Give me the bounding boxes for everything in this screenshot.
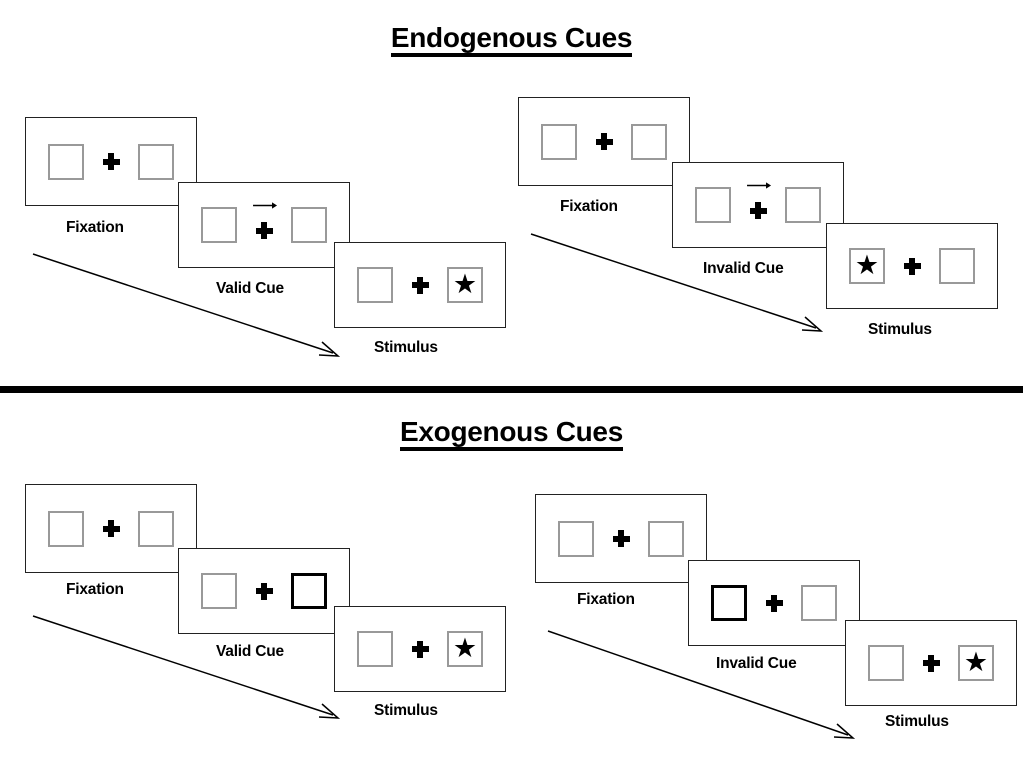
star-icon: ★ bbox=[963, 646, 989, 677]
right-box bbox=[648, 520, 684, 557]
arrow-right-icon bbox=[747, 182, 772, 189]
plus-icon bbox=[749, 202, 767, 219]
fixation-center bbox=[94, 507, 128, 551]
plus-icon bbox=[612, 530, 630, 547]
panel-content: ★ bbox=[335, 607, 505, 691]
panel-endogenous-valid-fixation bbox=[25, 117, 197, 206]
section-divider bbox=[0, 386, 1023, 393]
star-icon: ★ bbox=[452, 632, 478, 663]
left-box bbox=[558, 520, 594, 557]
panel-endogenous-invalid-fixation bbox=[518, 97, 690, 186]
left-box bbox=[357, 631, 393, 667]
plus-icon bbox=[102, 520, 120, 537]
right-box bbox=[801, 585, 837, 621]
star-icon: ★ bbox=[452, 268, 478, 299]
caption-exogenous-valid-cue: Valid Cue bbox=[216, 643, 284, 660]
right-box bbox=[939, 248, 975, 284]
panel-exogenous-valid-stimulus: ★ bbox=[334, 606, 506, 692]
caption-exogenous-valid-stimulus: Stimulus bbox=[374, 702, 438, 719]
panel-content bbox=[26, 485, 196, 572]
plus-icon bbox=[411, 640, 429, 658]
caption-endogenous-invalid-cue: Invalid Cue bbox=[703, 260, 784, 277]
caption-endogenous-valid-stimulus: Stimulus bbox=[374, 339, 438, 356]
endogenous-section-title-text: Endogenous Cues bbox=[390, 23, 632, 58]
left-box: ★ bbox=[849, 248, 885, 284]
fixation-center bbox=[587, 120, 621, 164]
plus-icon bbox=[411, 276, 429, 294]
fixation-center bbox=[604, 517, 638, 561]
panel-content bbox=[689, 561, 859, 645]
fixation-center bbox=[895, 244, 929, 288]
caption-endogenous-valid-fixation: Fixation bbox=[66, 219, 124, 236]
caption-exogenous-valid-fixation: Fixation bbox=[66, 581, 124, 598]
caption-exogenous-invalid-stimulus: Stimulus bbox=[885, 713, 949, 730]
panel-content bbox=[519, 98, 689, 185]
panel-content bbox=[536, 495, 706, 582]
caption-exogenous-invalid-cue: Invalid Cue bbox=[716, 655, 797, 672]
panel-content bbox=[26, 118, 196, 205]
right-box bbox=[631, 123, 667, 160]
fixation-center bbox=[403, 627, 437, 671]
fixation-center-with-cue bbox=[247, 202, 281, 247]
left-box-cued bbox=[711, 585, 747, 621]
plus-icon bbox=[765, 594, 783, 612]
right-box: ★ bbox=[958, 645, 994, 681]
fixation-center bbox=[757, 581, 791, 625]
star-icon: ★ bbox=[854, 249, 880, 280]
left-box bbox=[541, 123, 577, 160]
exogenous-section-title-text: Exogenous Cues bbox=[400, 417, 623, 452]
left-box bbox=[48, 143, 84, 180]
plus-icon bbox=[595, 133, 613, 150]
left-box bbox=[695, 187, 731, 223]
fixation-center-with-cue bbox=[741, 182, 775, 227]
fixation-center bbox=[247, 569, 281, 613]
left-box bbox=[48, 510, 84, 547]
panel-endogenous-valid-cue bbox=[178, 182, 350, 268]
panel-endogenous-invalid-cue bbox=[672, 162, 844, 248]
panel-endogenous-invalid-stimulus: ★ bbox=[826, 223, 998, 309]
exogenous-section-title: Exogenous Cues bbox=[0, 416, 1023, 452]
right-box: ★ bbox=[447, 267, 483, 303]
caption-endogenous-valid-cue: Valid Cue bbox=[216, 280, 284, 297]
panel-content: ★ bbox=[335, 243, 505, 327]
right-box bbox=[138, 143, 174, 180]
plus-icon bbox=[255, 582, 273, 600]
panel-content: ★ bbox=[846, 621, 1016, 705]
caption-exogenous-invalid-fixation: Fixation bbox=[577, 591, 635, 608]
plus-icon bbox=[102, 153, 120, 170]
caption-endogenous-invalid-stimulus: Stimulus bbox=[868, 321, 932, 338]
endogenous-section-title: Endogenous Cues bbox=[0, 22, 1023, 58]
panel-content bbox=[179, 183, 349, 267]
panel-exogenous-valid-cue bbox=[178, 548, 350, 634]
right-box-cued bbox=[291, 573, 327, 609]
left-box bbox=[201, 207, 237, 243]
right-box bbox=[291, 207, 327, 243]
fixation-center bbox=[914, 641, 948, 685]
right-box bbox=[138, 510, 174, 547]
right-box bbox=[785, 187, 821, 223]
arrow-right-icon bbox=[253, 202, 278, 209]
plus-icon bbox=[903, 257, 921, 275]
panel-content bbox=[673, 163, 843, 247]
fixation-center bbox=[403, 263, 437, 307]
panel-exogenous-invalid-fixation bbox=[535, 494, 707, 583]
left-box bbox=[868, 645, 904, 681]
panel-exogenous-invalid-cue bbox=[688, 560, 860, 646]
panel-endogenous-valid-stimulus: ★ bbox=[334, 242, 506, 328]
left-box bbox=[201, 573, 237, 609]
fixation-center bbox=[94, 140, 128, 184]
plus-icon bbox=[255, 222, 273, 239]
right-box: ★ bbox=[447, 631, 483, 667]
caption-endogenous-invalid-fixation: Fixation bbox=[560, 198, 618, 215]
panel-content: ★ bbox=[827, 224, 997, 308]
left-box bbox=[357, 267, 393, 303]
panel-exogenous-valid-fixation bbox=[25, 484, 197, 573]
panel-exogenous-invalid-stimulus: ★ bbox=[845, 620, 1017, 706]
plus-icon bbox=[922, 654, 940, 672]
panel-content bbox=[179, 549, 349, 633]
